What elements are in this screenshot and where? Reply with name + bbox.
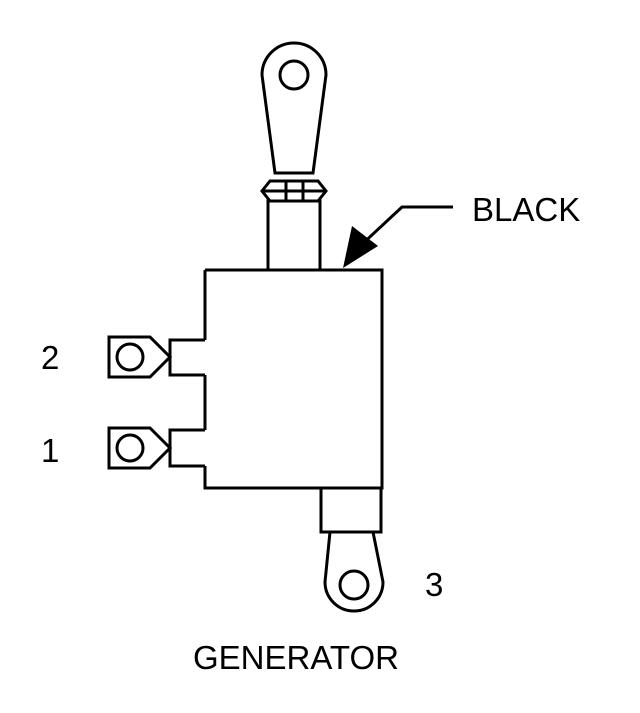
switch-neck [266, 199, 322, 272]
lever-eye-hole [278, 59, 310, 91]
terminal-3-hole [338, 569, 370, 601]
toggle-lever [260, 41, 328, 175]
switch-body [203, 268, 384, 490]
callout-leader [343, 205, 453, 268]
terminal-2-hole [115, 342, 145, 372]
terminal-1-hole [115, 433, 145, 463]
terminal-label-3: 3 [425, 566, 443, 603]
terminal-1 [107, 426, 205, 470]
terminal-2 [107, 335, 205, 379]
terminal-label-2: 2 [41, 339, 59, 376]
terminal-label-1: 1 [41, 432, 59, 469]
diagram-title: GENERATOR [193, 639, 399, 676]
terminal-3 [323, 530, 385, 613]
callout-label-black: BLACK [472, 191, 580, 228]
bottom-neck [319, 486, 383, 534]
hex-nut [260, 179, 328, 203]
arrowhead-icon [343, 226, 378, 268]
